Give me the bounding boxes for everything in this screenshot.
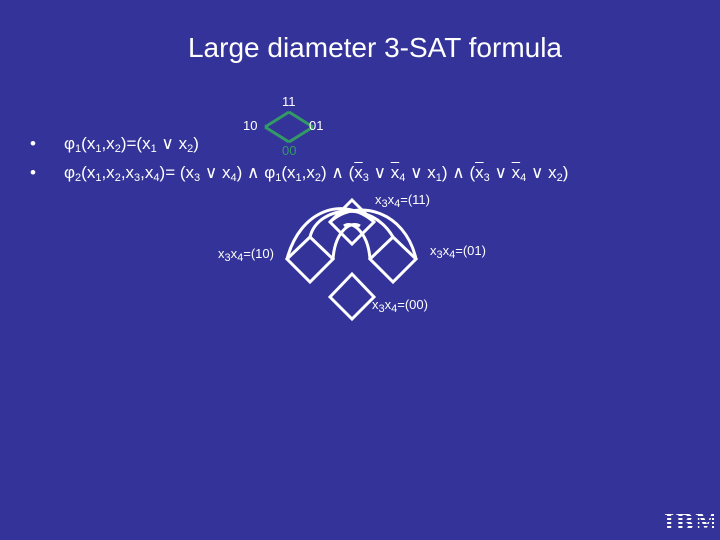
subscript: 4 [153,172,160,184]
formula-text: ) ∧ φ [236,163,276,182]
formula-phi1: •φ1(x1,x2)=(x1 ∨ x2) [30,134,199,155]
formula-text: ∨ [368,163,391,182]
slide-title: Large diameter 3-SAT formula [187,32,563,63]
subscript: 1 [75,143,82,155]
graph-label-top: x3x4=(11) [375,192,430,210]
cube-label-bottom: 00 [282,143,297,158]
subscript: 4 [399,172,406,184]
diamond-left [284,234,336,285]
graph-label-bottom: x3x4=(00) [372,297,428,315]
diamond-bottom [327,271,377,322]
subscript: 1 [95,172,102,184]
formula-text: ,x [140,163,154,182]
subscript: 2 [556,172,563,184]
formula-text: ∨ x [200,163,231,182]
formula-text: ,x [301,163,315,182]
phi-symbol: φ [64,163,76,182]
subscript: 1 [435,172,442,184]
formula-text: ,x [101,163,115,182]
subscript: 4 [520,172,527,184]
formula-text: ∨ x [405,163,436,182]
subscript: 2 [75,172,82,184]
formula-phi2: •φ2(x1,x2,x3,x4)= (x3 ∨ x4) ∧ φ1(x1,x2) … [30,163,568,184]
formula-text: ∨ x [156,134,188,153]
subscript: 2 [114,172,121,184]
formula-text: ) ∧ ( [321,163,355,182]
subscript: 4 [230,172,237,184]
cube-label-left: 10 [243,118,258,133]
negated-var: x [511,163,521,182]
ibm-logo: IBM [664,510,720,536]
cube-label-right: 01 [309,118,324,133]
negated-var: x [390,163,400,182]
formula-text: (x [281,163,296,182]
diamond-top [327,197,377,247]
subscript: 3 [134,172,141,184]
subscript: 2 [314,172,322,184]
formula-text: )=(x [120,134,151,153]
subscript: 2 [114,143,121,155]
subscript: 2 [187,143,194,155]
phi-symbol: φ [64,134,76,153]
link-right-inner [343,223,372,260]
link-top-right [328,208,418,260]
link-left-top [285,207,375,260]
negated-var: x [354,163,363,182]
link-left-inner [331,223,361,260]
subscript: 1 [95,143,102,155]
subscript: 1 [150,143,157,155]
cube-label-top: 11 [282,94,296,109]
diamond-right [367,234,419,285]
formula-text: (x [81,163,96,182]
subscript: 3 [194,172,201,184]
subscript: 3 [483,172,490,184]
subscript: 3 [362,172,369,184]
formula-text: ) [193,134,199,153]
subscript: 1 [295,172,302,184]
formula-text: )= (x [159,163,195,182]
bullet: • [30,134,36,153]
formula-text: ) [562,163,569,182]
formula-text: ∨ x [526,163,557,182]
graph-label-left: x3x4=(10) [218,246,274,264]
formula-text: ∨ [489,163,512,182]
formula-text: ,x [101,134,115,153]
formula-text: ) ∧ ( [441,163,476,182]
bullet: • [30,163,36,182]
negated-var: x [475,163,484,182]
graph-label-right: x3x4=(01) [430,243,486,261]
formula-text: (x [81,134,96,153]
formula-text: ,x [120,163,135,182]
subscript: 1 [275,172,282,184]
